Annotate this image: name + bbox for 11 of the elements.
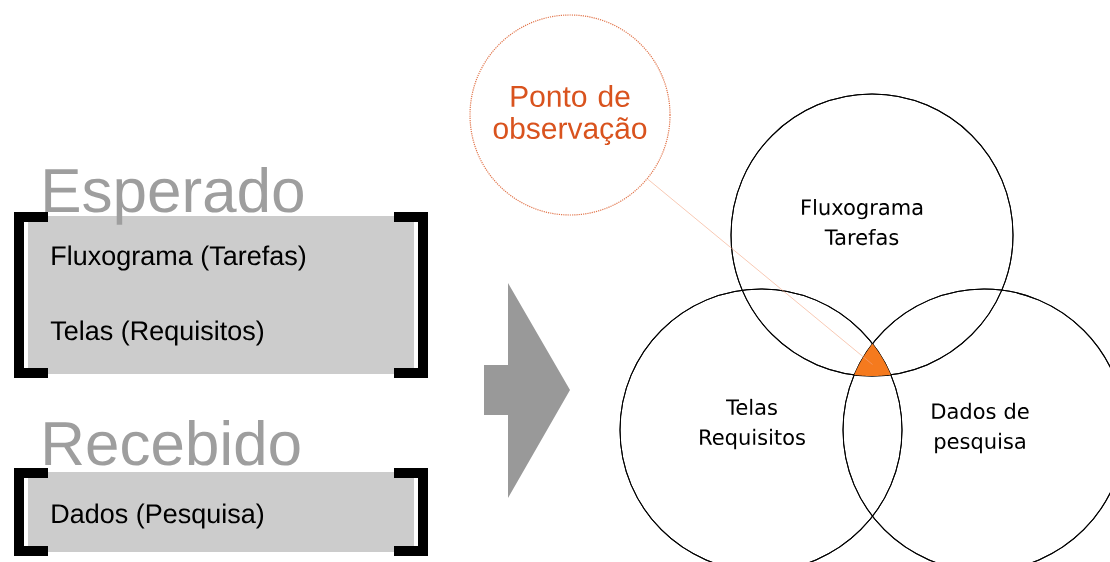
heading: Esperado bbox=[45, 167, 303, 225]
item-text: Fluxograma (Tarefas) bbox=[52, 245, 306, 271]
item-text: Dados (Pesquisa) bbox=[52, 503, 264, 529]
heading: Recebido bbox=[45, 420, 300, 466]
overlap-region bbox=[854, 343, 891, 376]
node-label: Telas Requisitos bbox=[700, 398, 805, 450]
bracketed-box bbox=[14, 468, 428, 556]
leader-line bbox=[647, 178, 873, 365]
item-text: Telas (Requisitos) bbox=[50, 320, 264, 346]
node-label: Fluxograma Tarefas bbox=[802, 198, 923, 246]
node-label: Dados de pesquisa bbox=[932, 402, 1029, 454]
